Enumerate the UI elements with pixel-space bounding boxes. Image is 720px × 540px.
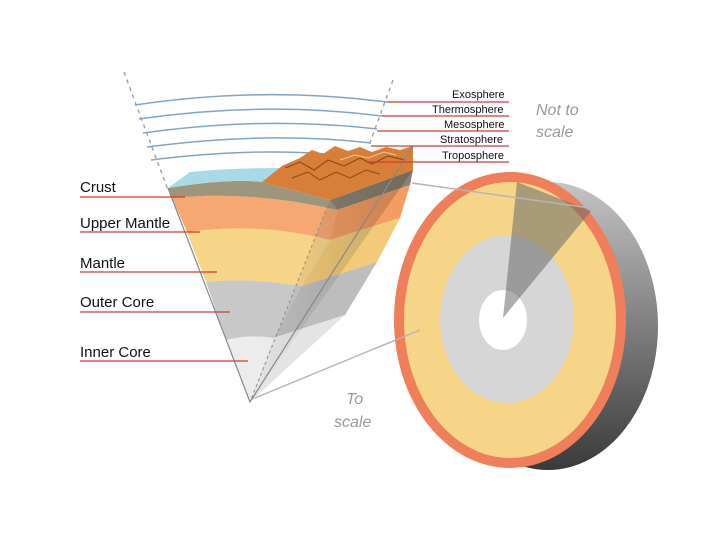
layer-label-mantle: Mantle xyxy=(80,255,125,272)
atm-label-exosphere: Exosphere xyxy=(452,89,505,101)
note-to-scale-line1: To xyxy=(346,391,363,408)
note-not-to-scale-line2: scale xyxy=(536,124,573,141)
atmosphere-arcs xyxy=(134,93,388,161)
atm-label-troposphere: Troposphere xyxy=(442,150,504,162)
wedge-mantle xyxy=(187,228,330,286)
atmosphere-labels: Exosphere Thermosphere Mesosphere Strato… xyxy=(366,89,509,163)
earth-wedge xyxy=(167,145,414,404)
atm-label-mesosphere: Mesosphere xyxy=(444,119,505,131)
layer-labels: Crust Upper Mantle Mantle Outer Core Inn… xyxy=(80,179,248,362)
layer-label-inner-core: Inner Core xyxy=(80,344,151,361)
atm-label-thermosphere: Thermosphere xyxy=(432,104,504,116)
wedge-upper-mantle xyxy=(172,195,337,240)
globe-inner-core xyxy=(479,290,527,350)
globe xyxy=(394,172,658,470)
cone-edges xyxy=(123,71,394,191)
globe-wedge-cutout xyxy=(503,182,591,318)
wedge-ocean xyxy=(168,168,282,188)
note-not-to-scale-line1: Not to xyxy=(536,102,579,119)
scale-notes: Not to scale To scale xyxy=(334,102,579,431)
projection-lines xyxy=(249,182,591,401)
layer-label-outer-core: Outer Core xyxy=(80,294,154,311)
wedge-side-inner-core xyxy=(250,315,345,402)
wedge-inner-core xyxy=(226,336,273,402)
layer-label-upper-mantle: Upper Mantle xyxy=(80,215,170,232)
wedge-crust xyxy=(168,180,337,210)
atm-label-stratosphere: Stratosphere xyxy=(440,134,503,146)
layer-label-crust: Crust xyxy=(80,179,117,196)
note-to-scale-line2: scale xyxy=(334,414,371,431)
wedge-outer-core xyxy=(206,280,302,340)
